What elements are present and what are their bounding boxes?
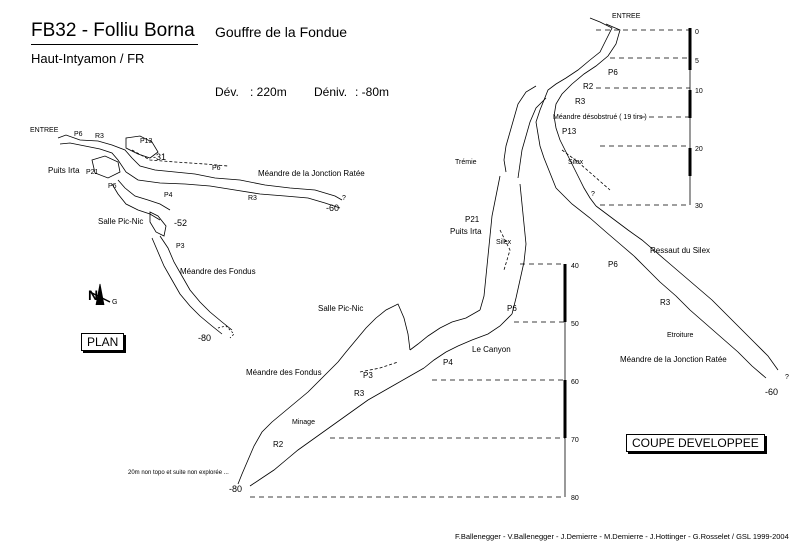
scale-tick-label: 20 — [695, 146, 703, 153]
coupe-note: 20m non topo et suite non explorée ... — [128, 470, 229, 476]
title-underline — [31, 44, 198, 45]
coupe-label: Le Canyon — [472, 345, 511, 354]
scale-tick-label: 5 — [695, 58, 699, 65]
plan-label: Salle Pic-Nic — [98, 217, 143, 226]
coupe-label: ENTREE — [612, 13, 641, 20]
plan-depth: -60 — [326, 203, 339, 213]
coupe-view-label: COUPE DEVELOPPEE — [626, 434, 765, 452]
depth-label: Déniv. — [314, 85, 348, 99]
coupe-label: Puits Irta — [450, 227, 482, 236]
coupe-depth: -80 — [229, 484, 242, 494]
plan-depth: -80 — [198, 333, 211, 343]
plan-label: P6 — [74, 131, 83, 138]
coupe-labels: ENTREE P6 R2 R3 Méandre désobstrué ( 19 … — [128, 13, 789, 502]
plan-label: ? — [342, 195, 346, 202]
coupe-depth: -60 — [765, 387, 778, 397]
region-label: Haut-Intyamon / FR — [31, 51, 145, 66]
scale-tick-label: 70 — [571, 437, 579, 444]
development-value: : 220m — [250, 85, 287, 99]
plan-label: P6 — [108, 183, 117, 190]
coupe-label: Silex — [496, 239, 512, 246]
coupe-label: R2 — [273, 440, 284, 449]
plan-label: P3 — [176, 243, 185, 250]
scale-tick-label: 50 — [571, 321, 579, 328]
credits-line: F.Ballenegger - V.Ballenegger - J.Demier… — [455, 532, 789, 541]
coupe-label: P6 — [608, 260, 618, 269]
development-label: Dév. — [215, 85, 239, 99]
coupe-label: R3 — [575, 97, 586, 106]
plan-depth: -52 — [174, 218, 187, 228]
coupe-label: Trémie — [455, 159, 477, 166]
plan-view-label: PLAN — [81, 333, 125, 351]
coupe-view — [237, 17, 779, 498]
plan-label: P21 — [86, 169, 99, 176]
north-arrow-g: G — [112, 299, 117, 306]
north-arrow-icon: N — [88, 287, 98, 303]
plan-label: R3 — [248, 195, 257, 202]
plan-label: Méandre de la Jonction Ratée — [258, 169, 365, 178]
plan-label: P13 — [140, 138, 153, 145]
coupe-label: R3 — [660, 298, 671, 307]
coupe-label: Salle Pic-Nic — [318, 304, 363, 313]
coupe-label: Etroiture — [667, 332, 694, 339]
plan-labels: ENTREE P6 R3 P13 -31 Puits Irta P21 P6 P… — [30, 127, 365, 343]
plan-label: Puits Irta — [48, 166, 80, 175]
coupe-label: Silex — [568, 159, 584, 166]
coupe-label: P21 — [465, 215, 480, 224]
plan-label: Méandre des Fondus — [180, 267, 256, 276]
scale-tick-label: 40 — [571, 263, 579, 270]
scale-tick-label: 10 — [695, 88, 703, 95]
cave-name: Gouffre de la Fondue — [215, 24, 348, 40]
plan-label: R3 — [95, 133, 104, 140]
scale-tick-label: 60 — [571, 379, 579, 386]
plan-label: ENTREE — [30, 127, 59, 134]
coupe-label: P3 — [363, 371, 373, 380]
plan-depth: -31 — [153, 152, 166, 162]
coupe-label: P6 — [507, 304, 517, 313]
coupe-label: ? — [591, 191, 595, 198]
coupe-label: ? — [785, 374, 789, 381]
plan-label: P4 — [164, 192, 173, 199]
coupe-label: R3 — [354, 389, 365, 398]
coupe-label: P6 — [608, 68, 618, 77]
plan-label: P6 — [212, 165, 221, 172]
scale-tick-label: 30 — [695, 203, 703, 210]
coupe-label: Ressaut du Silex — [650, 246, 710, 255]
coupe-label: Méandre des Fondus — [246, 368, 322, 377]
plan-view — [57, 134, 343, 339]
scale-tick-label: 80 — [571, 495, 579, 502]
coupe-label: P13 — [562, 127, 577, 136]
coupe-label: P4 — [443, 358, 453, 367]
coupe-label: Méandre de la Jonction Ratée — [620, 355, 727, 364]
coupe-label: R2 — [583, 82, 594, 91]
depth-value: : -80m — [355, 85, 390, 99]
coupe-label: Méandre désobstrué ( 19 tirs ) — [553, 114, 647, 121]
scale-tick-label: 0 — [695, 29, 699, 36]
coupe-label: Minage — [292, 419, 315, 426]
survey-title: FB32 - Folliu Borna — [31, 20, 195, 41]
